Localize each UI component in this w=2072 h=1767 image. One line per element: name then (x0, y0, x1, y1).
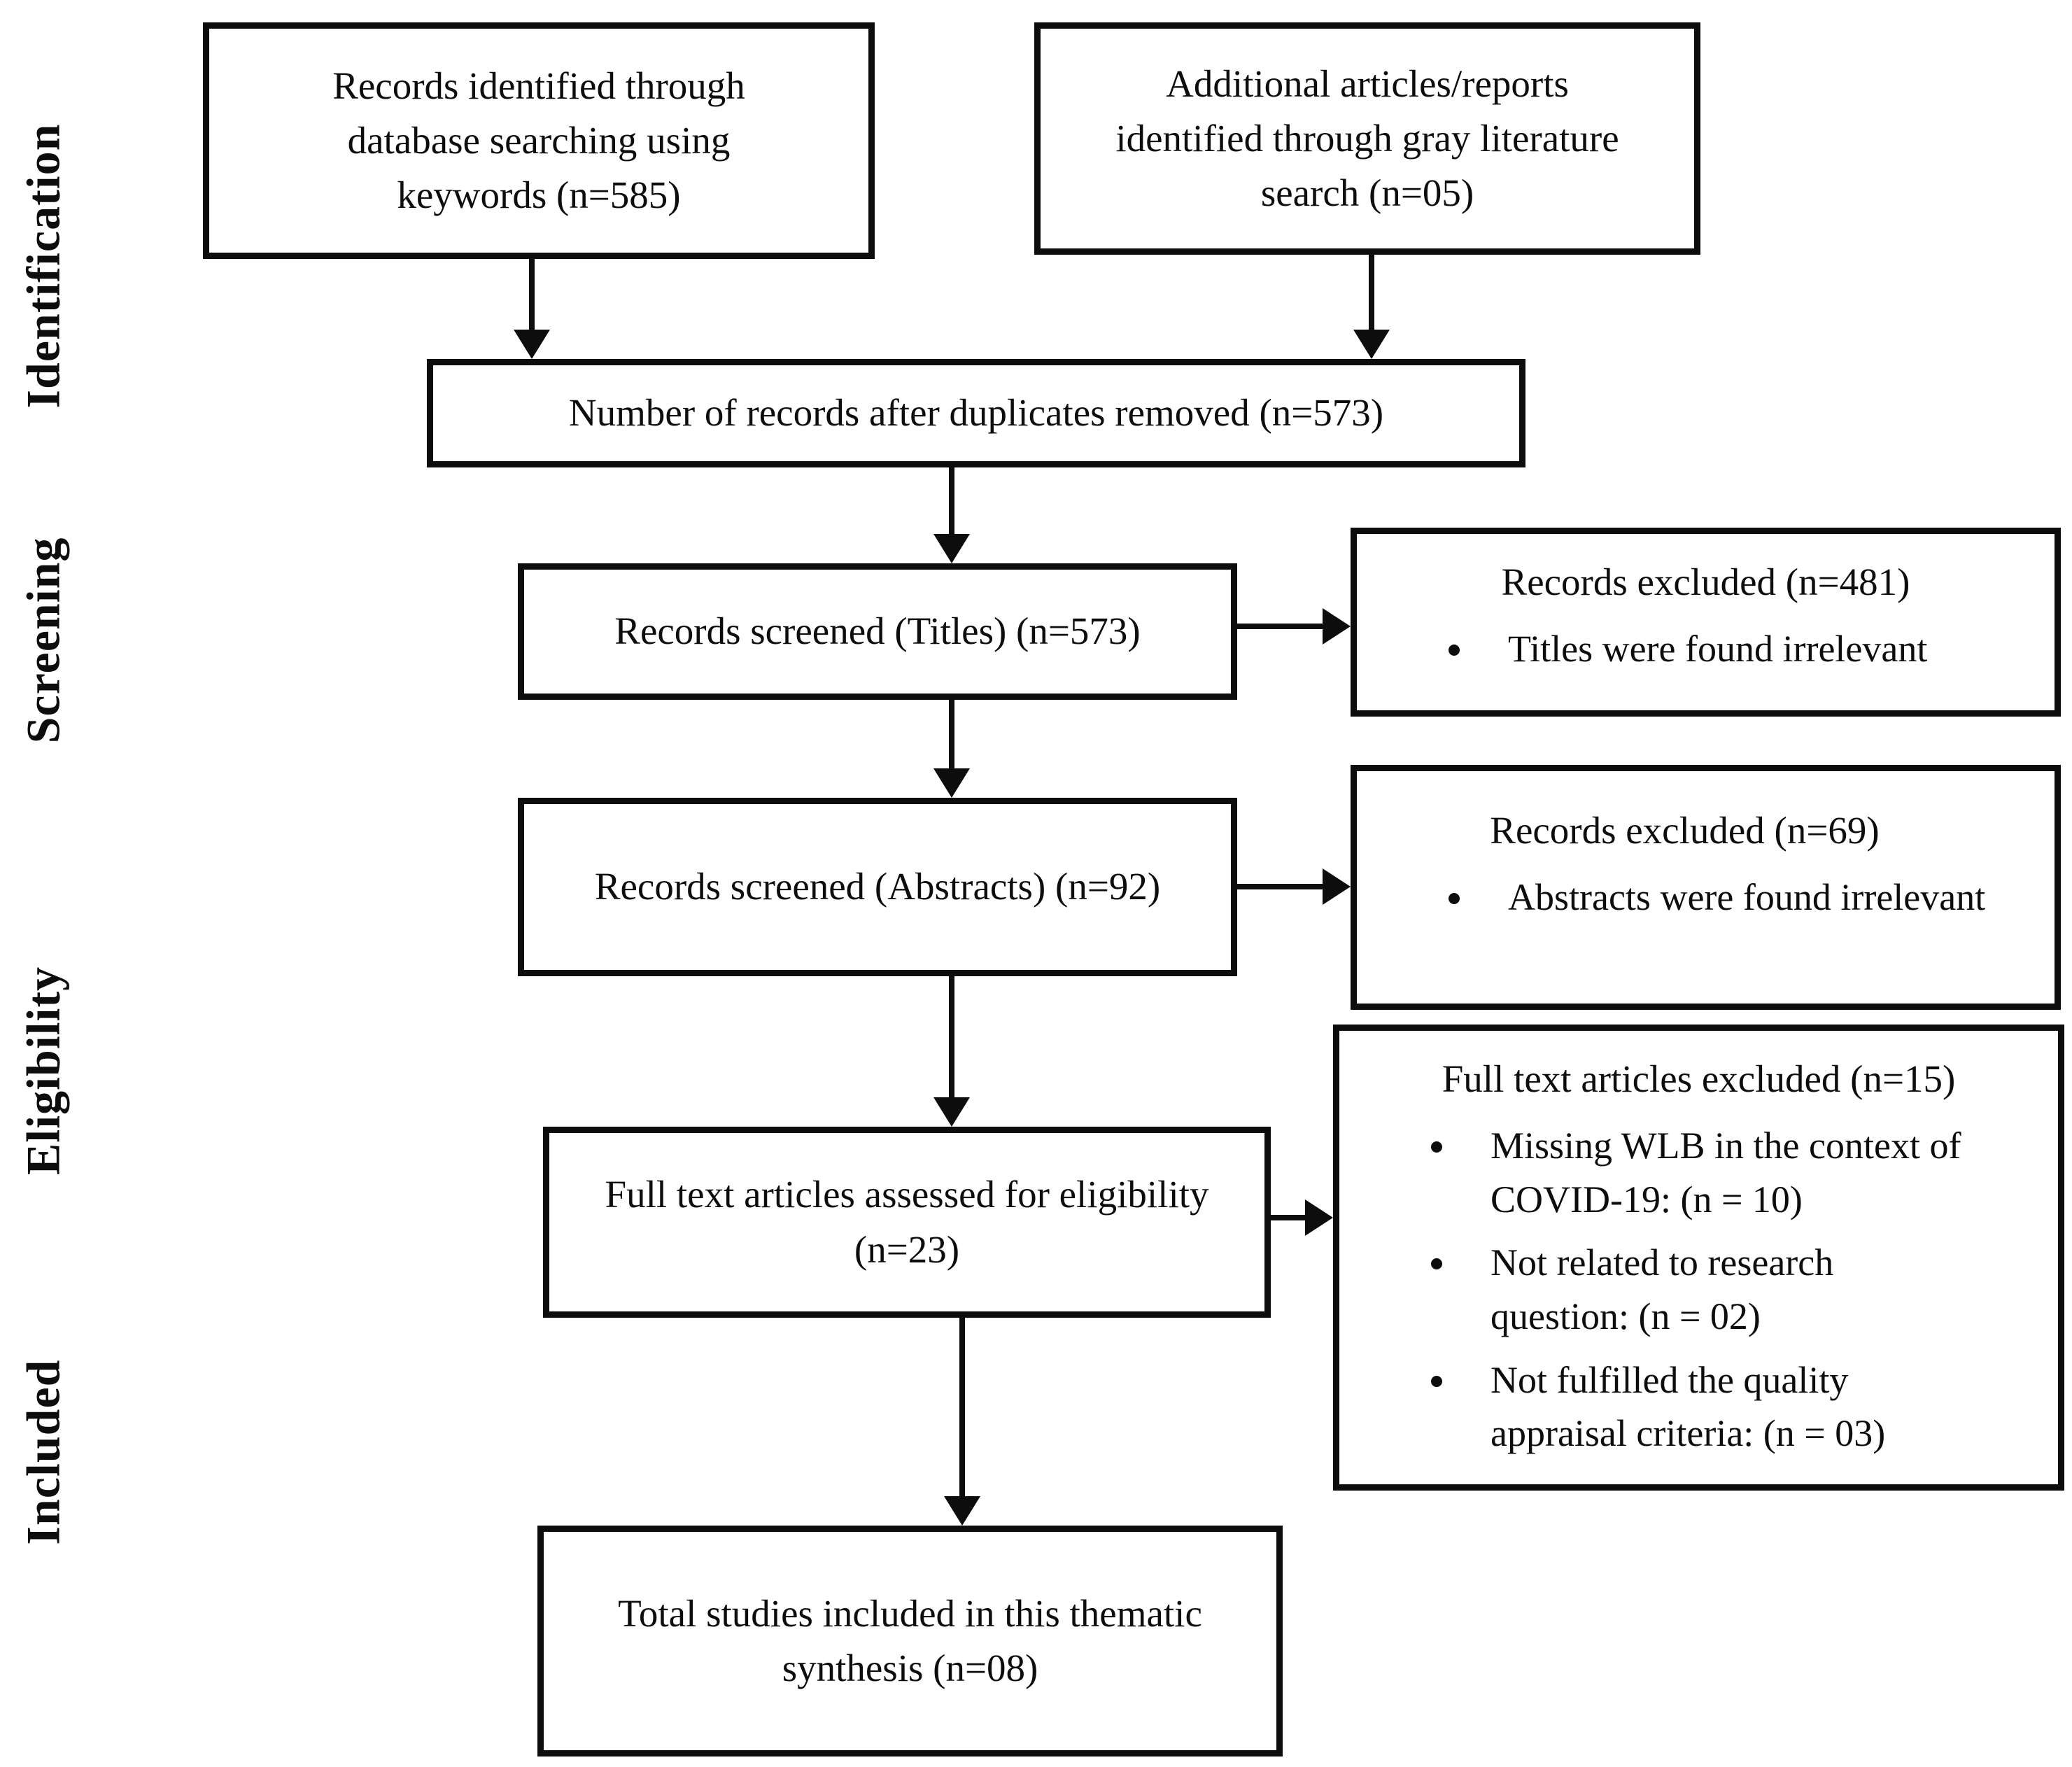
box-database-search: Records identified through database sear… (203, 22, 875, 259)
arrow-abstracts-to-fulltext (949, 976, 954, 1099)
box-total-included: Total studies included in this thematic … (537, 1526, 1283, 1757)
box-titles-excluded-list: Titles were found irrelevant (1357, 622, 2055, 676)
arrow-titles-to-excluded (1237, 624, 1324, 629)
arrow-duplicates-to-titles (949, 467, 954, 535)
bullet-titles-irrelevant: Titles were found irrelevant (1476, 622, 2027, 676)
box-titles-excluded: Records excluded (n=481) Titles were fou… (1351, 528, 2061, 717)
stage-label-included: Included (16, 1359, 70, 1545)
bullet-quality-appraisal: Not fulfilled the quality appraisal crit… (1458, 1353, 1974, 1460)
box-abstracts-excluded-title: Records excluded (n=69) (1490, 809, 1880, 852)
box-fulltext-assessed: Full text articles assessed for eligibil… (543, 1127, 1271, 1318)
box-fulltext-excluded-list: Missing WLB in the context of COVID-19: … (1339, 1119, 2058, 1460)
box-total-included-text: Total studies included in this thematic … (618, 1591, 1202, 1689)
box-titles-screened-text: Records screened (Titles) (n=573) (614, 610, 1141, 653)
box-fulltext-assessed-text: Full text articles assessed for eligibil… (605, 1173, 1209, 1271)
bullet-not-related: Not related to research question: (n = 0… (1458, 1236, 1974, 1343)
box-database-search-text: Records identified through database sear… (332, 64, 745, 217)
bullet-abstracts-irrelevant: Abstracts were found irrelevant (1476, 871, 2013, 924)
box-abstracts-screened-text: Records screened (Abstracts) (n=92) (594, 865, 1161, 908)
arrow-abstracts-to-excluded (1237, 884, 1324, 889)
box-duplicates-removed-text: Number of records after duplicates remov… (568, 391, 1384, 435)
box-fulltext-excluded-title: Full text articles excluded (n=15) (1442, 1057, 1956, 1100)
arrow-database-to-duplicates (529, 259, 535, 331)
box-fulltext-excluded: Full text articles excluded (n=15) Missi… (1333, 1025, 2064, 1491)
arrow-fulltext-to-included (959, 1318, 965, 1498)
box-gray-literature-text: Additional articles/reports identified t… (1115, 62, 1619, 215)
arrow-graylit-to-duplicates (1369, 255, 1374, 331)
arrow-fulltext-to-excluded (1271, 1215, 1306, 1220)
arrow-titles-to-abstracts (949, 700, 954, 770)
box-titles-screened: Records screened (Titles) (n=573) (518, 563, 1237, 700)
box-duplicates-removed: Number of records after duplicates remov… (427, 359, 1525, 467)
box-abstracts-excluded-list: Abstracts were found irrelevant (1357, 871, 2013, 924)
stage-label-eligibility: Eligibility (16, 966, 70, 1176)
box-gray-literature: Additional articles/reports identified t… (1034, 22, 1700, 255)
box-titles-excluded-title: Records excluded (n=481) (1501, 561, 1910, 603)
box-abstracts-screened: Records screened (Abstracts) (n=92) (518, 798, 1237, 976)
bullet-missing-wlb: Missing WLB in the context of COVID-19: … (1458, 1119, 1974, 1226)
box-abstracts-excluded: Records excluded (n=69) Abstracts were f… (1351, 765, 2061, 1010)
stage-label-identification: Identification (16, 123, 70, 409)
stage-label-screening: Screening (16, 537, 70, 744)
